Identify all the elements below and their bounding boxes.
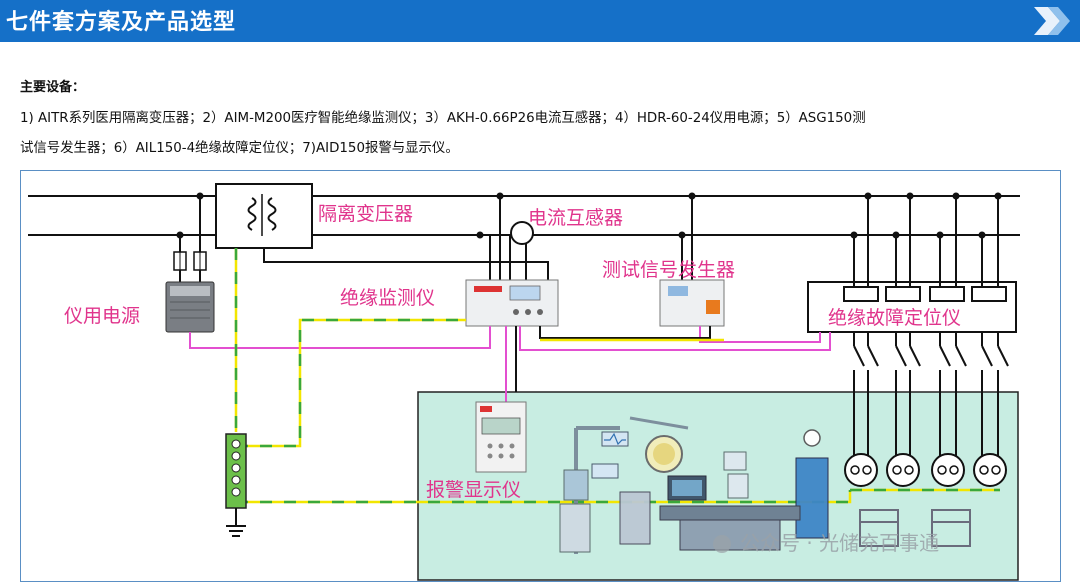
system-wiring-diagram: 隔离变压器 电流互感器 仪用电源 绝缘监测仪 测试信号发生器 [20, 170, 1061, 582]
alarm-display-label: 报警显示仪 [426, 479, 521, 501]
socket-outlets [844, 453, 1007, 487]
ground-bar [225, 433, 247, 537]
power-supply-label: 仪用电源 [64, 305, 140, 327]
signal-wiring [189, 326, 831, 410]
wechat-icon [713, 535, 731, 553]
alarm-display-device [475, 401, 527, 473]
feeder-switches [853, 332, 1009, 456]
fault-locator-label: 绝缘故障定位仪 [828, 307, 961, 329]
isolation-transformer [215, 183, 313, 249]
equipment-list-line-2: 试信号发生器；6）AIL150-4绝缘故障定位仪；7)AID150报警与显示仪。 [20, 141, 459, 156]
insulation-monitor-label: 绝缘监测仪 [340, 287, 435, 309]
title-banner: 七件套方案及产品选型 [0, 0, 1080, 42]
current-transformer-label: 电流互感器 [528, 207, 623, 229]
equipment-list: 1) AITR系列医用隔离变压器；2）AIM-M200医疗智能绝缘监测仪；3）A… [20, 104, 1070, 164]
page-title: 七件套方案及产品选型 [6, 10, 237, 35]
double-chevron-right-icon [1034, 7, 1070, 35]
equipment-list-line-1: 1) AITR系列医用隔离变压器；2）AIM-M200医疗智能绝缘监测仪；3）A… [20, 111, 866, 126]
equipment-heading: 主要设备： [20, 80, 86, 95]
power-supply-device [165, 281, 215, 333]
signal-generator-device [659, 279, 725, 327]
insulation-monitor-device [465, 279, 559, 327]
transformer-label: 隔离变压器 [318, 203, 413, 225]
ground-wiring [234, 248, 1000, 504]
watermark-text: 公众号 · 光储充百事通 [740, 531, 939, 555]
medical-equipment-illustration [559, 416, 971, 554]
current-transformer-icon [510, 221, 534, 245]
signal-generator-label: 测试信号发生器 [602, 259, 735, 281]
